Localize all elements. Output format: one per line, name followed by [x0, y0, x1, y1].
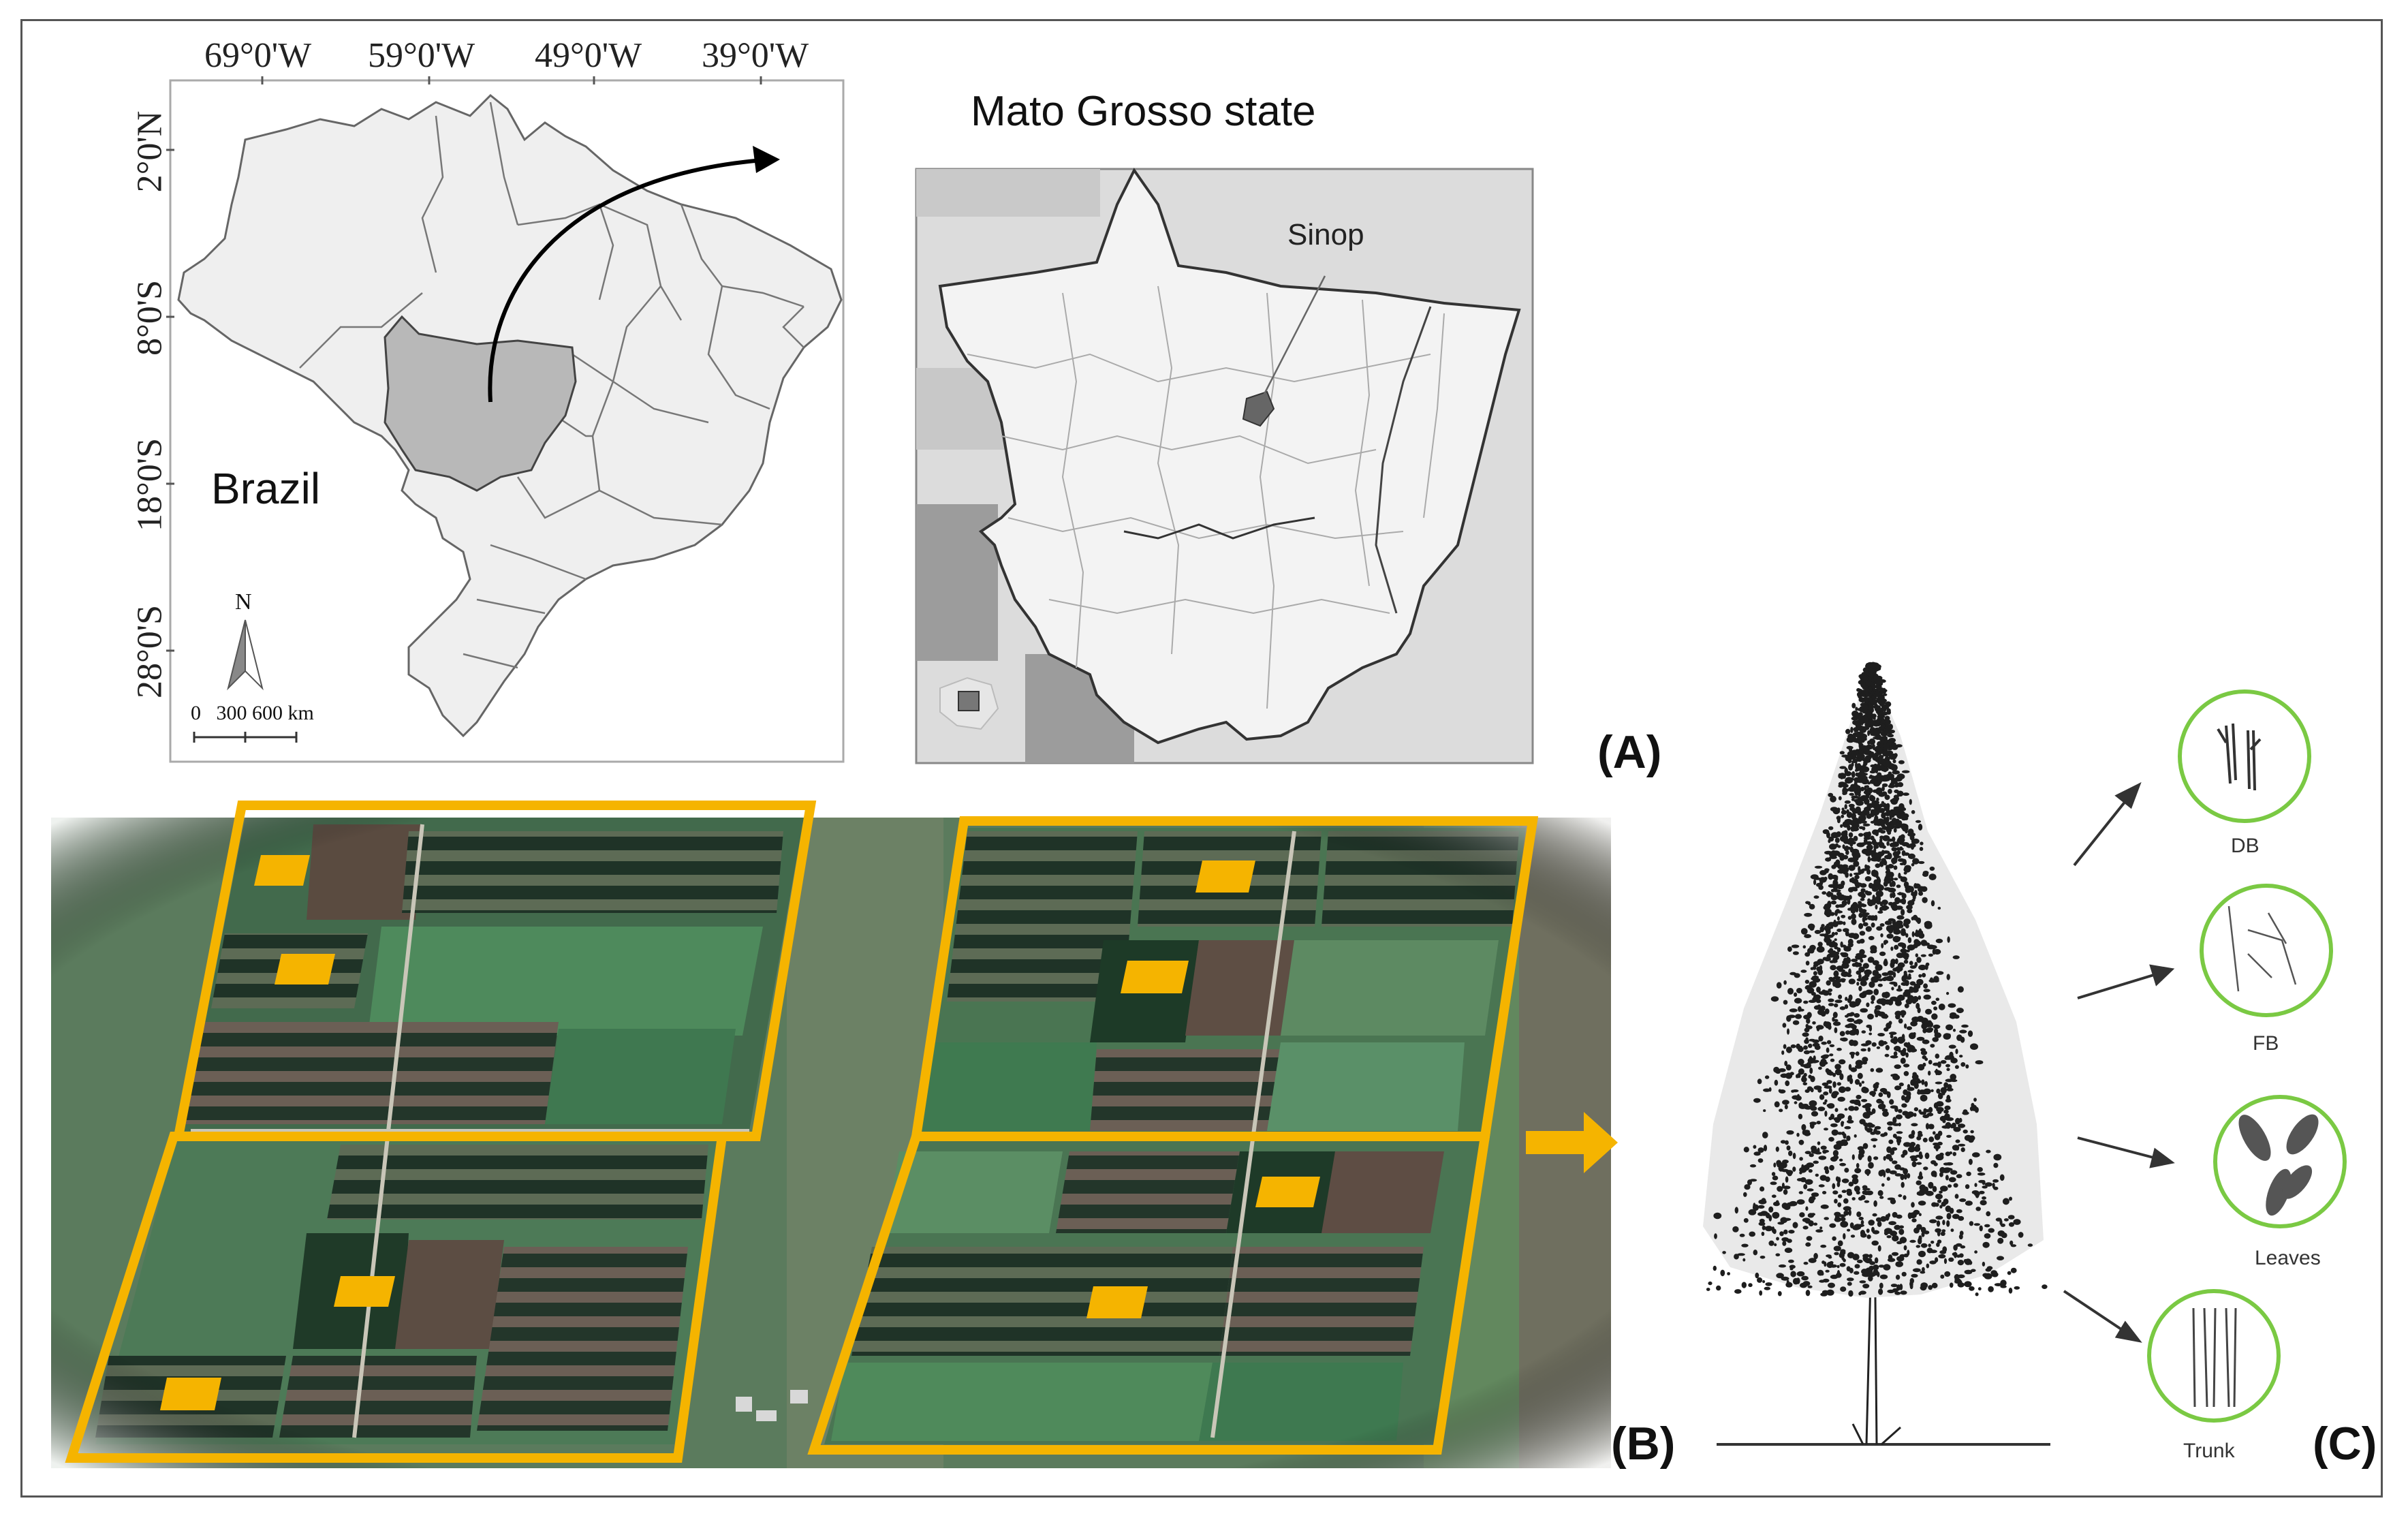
experimental-plot-outlines	[65, 801, 1539, 1463]
latitude-label: 8°0'S	[130, 279, 170, 356]
plot-outline-1	[172, 801, 817, 1141]
aerial-to-tree-arrow	[1526, 1112, 1618, 1173]
inset-locator-icon	[939, 677, 999, 730]
latitude-label: 28°0'S	[130, 604, 170, 699]
sample-plots	[160, 855, 1320, 1410]
latitude-label: 2°0'N	[130, 110, 170, 193]
state-map-title: Mato Grosso state	[971, 88, 1316, 135]
panel-label-b: (B)	[1611, 1418, 1676, 1470]
tree-part-arrows	[2063, 781, 2175, 1343]
country-label: Brazil	[211, 464, 321, 513]
fine-branches-circle	[2200, 884, 2333, 1017]
brazil-map	[166, 76, 845, 763]
tree-part-label: Leaves	[2255, 1247, 2321, 1269]
leaves-icon	[2238, 1114, 2319, 1216]
panel-label-a: (A)	[1597, 726, 1662, 778]
brazil-state-borders	[299, 102, 804, 669]
longitude-label: 39°0'W	[702, 36, 809, 75]
mato-grosso-outline	[938, 168, 1521, 745]
latitude-label: 18°0'S	[130, 437, 170, 532]
tree-illustration	[1703, 662, 2050, 1446]
longitude-label: 69°0'W	[204, 36, 312, 75]
dead-branches-circle	[2178, 689, 2311, 823]
tree-part-label: FB	[2253, 1032, 2279, 1055]
fine-branches-icon	[2227, 905, 2297, 992]
north-arrow-icon	[227, 619, 264, 691]
trunk-icon	[2192, 1307, 2237, 1408]
dead-branches-icon	[2217, 723, 2262, 791]
sinop-label: Sinop	[1287, 218, 1364, 251]
aerial-view	[51, 801, 1618, 1468]
mato-grosso-highlight	[384, 315, 577, 492]
tree-part-label: DB	[2231, 835, 2260, 857]
longitude-label: 49°0'W	[535, 36, 642, 75]
curved-arrow	[488, 158, 764, 403]
tree-parts	[2063, 689, 2347, 1423]
plot-outline-4	[807, 1132, 1491, 1455]
north-arrow-label: N	[235, 589, 252, 615]
panel-label-c: (C)	[2313, 1418, 2377, 1470]
scale-bar-label: 0 300 600 km	[191, 702, 314, 724]
plot-outline-2	[65, 1132, 728, 1463]
internal-region-border	[1123, 516, 1315, 540]
municipal-borders	[967, 285, 1445, 709]
curved-arrow-head	[753, 146, 780, 173]
sinop-marker	[1242, 390, 1275, 427]
tree-foliage	[1706, 662, 2048, 1297]
figure-frame	[20, 19, 2383, 1498]
sinop-pointer	[1259, 275, 1326, 403]
longitude-label: 59°0'W	[368, 36, 475, 75]
scale-bar	[193, 732, 298, 743]
tree-part-label: Trunk	[2183, 1440, 2235, 1462]
brazil-map-ticks	[166, 76, 762, 652]
state-map	[915, 168, 1534, 764]
